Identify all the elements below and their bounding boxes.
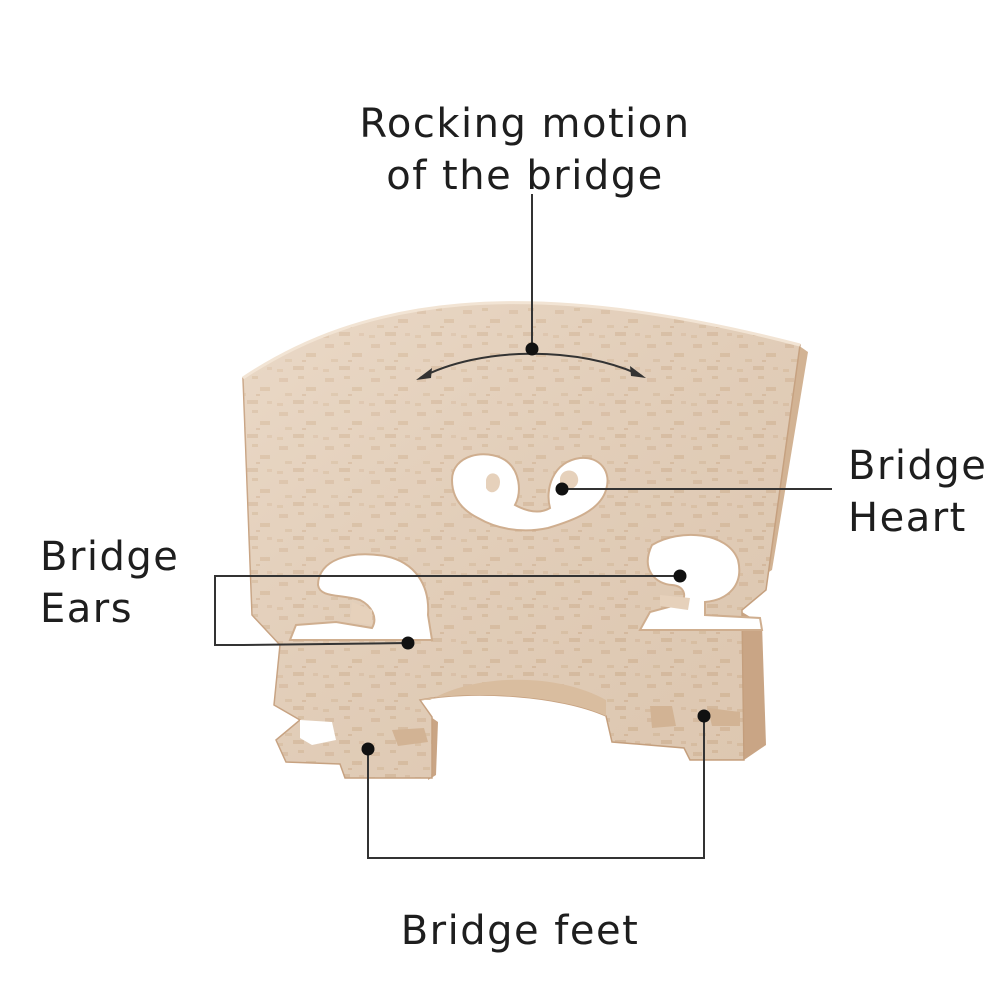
bridge-heart-label: Bridge Heart: [848, 440, 987, 544]
heart-label-line-1: Bridge: [848, 443, 988, 489]
heart-label-line-2: Heart: [848, 495, 967, 541]
anchor-dots: [361, 342, 711, 756]
ears-label-line-1: Bridge: [40, 534, 180, 580]
right-ear-dot: [673, 569, 687, 583]
feet-leader: [367, 716, 705, 859]
rocking-label-line-2: of the bridge: [386, 153, 664, 199]
bridge-left-foot-notch: [300, 720, 336, 745]
left-foot-dot: [361, 742, 375, 756]
ears-leader: [214, 575, 680, 646]
ears-label-line-2: Ears: [40, 586, 134, 632]
right-foot-dot: [697, 709, 711, 723]
bridge-ears-label: Bridge Ears: [40, 531, 179, 635]
bridge-arch-opening: [420, 679, 606, 716]
rocking-label-line-1: Rocking motion: [359, 101, 691, 147]
bridge-feet-label: Bridge feet: [400, 908, 640, 954]
bridge-right-ear-cutout: [638, 533, 764, 631]
bridge-right-foot-notch: [650, 706, 676, 728]
leader-lines: [214, 194, 832, 859]
rocking-dot: [525, 342, 539, 356]
rocking-motion-label: Rocking motion of the bridge: [320, 98, 730, 202]
left-ear-dot: [401, 636, 415, 650]
heart-dot: [555, 482, 569, 496]
